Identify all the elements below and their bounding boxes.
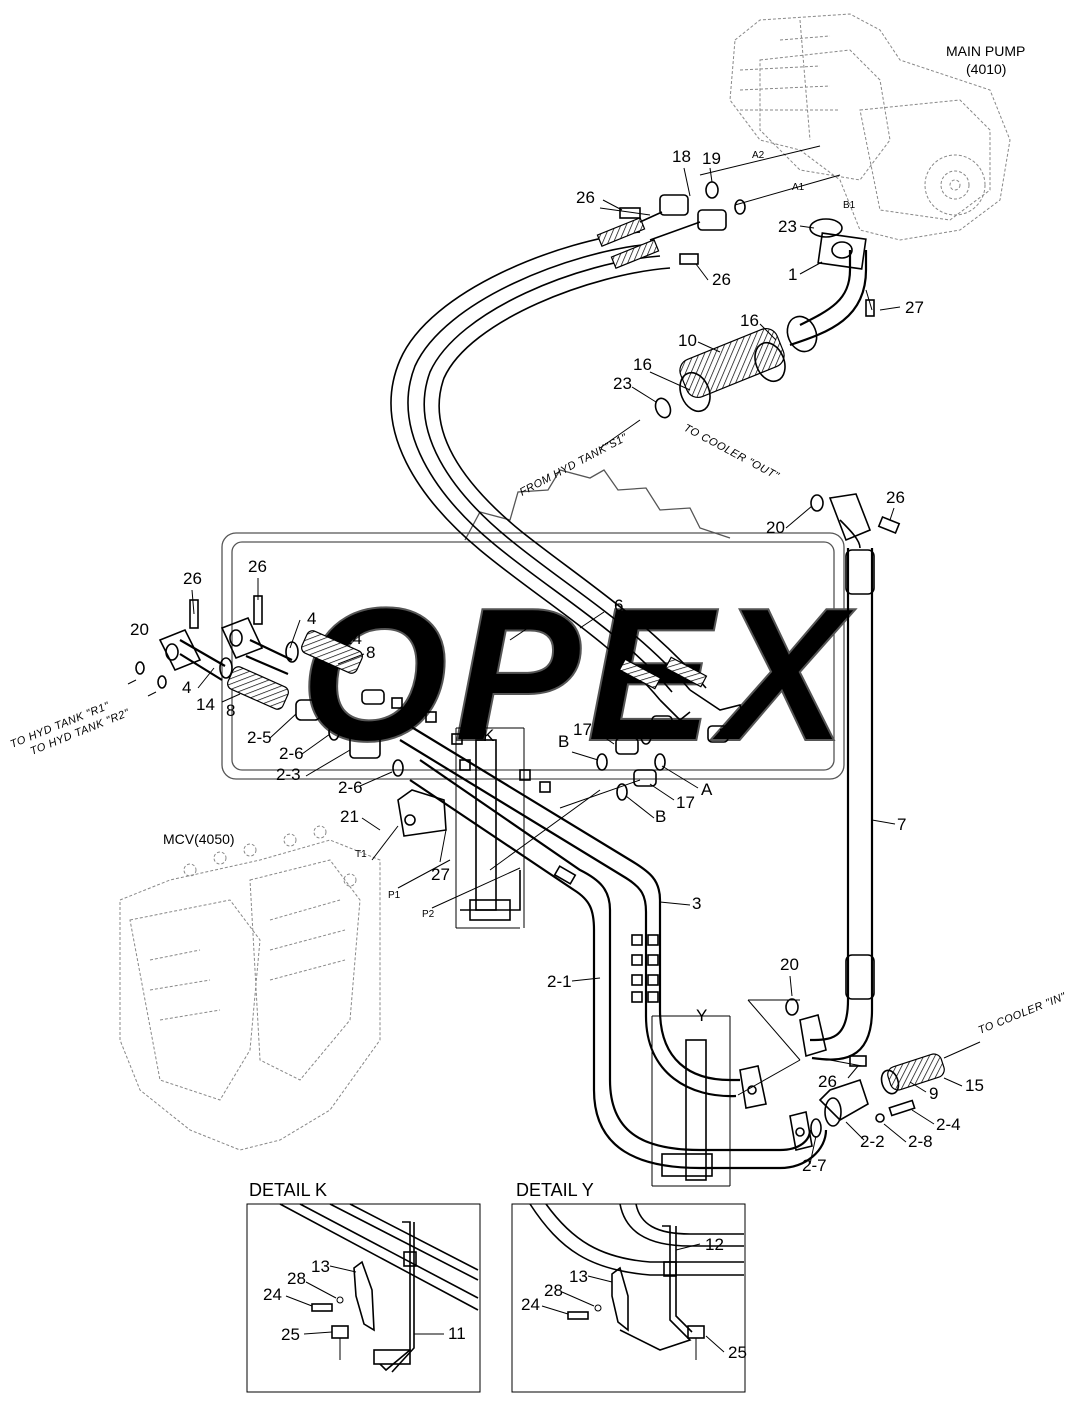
callout: 25	[281, 1325, 300, 1344]
callout: 3	[692, 894, 701, 913]
callout: 8	[366, 643, 375, 662]
detail-y: DETAIL Y 12 13 28 24 25	[511, 1180, 747, 1393]
fitting-block	[631, 934, 659, 1003]
main-pump: MAIN PUMP (4010)	[729, 13, 1025, 241]
callout: 2-5	[247, 728, 272, 747]
callout: 2-1	[547, 972, 572, 991]
note-to-cooler-out: TO COOLER "OUT"	[682, 422, 782, 483]
callout: 13	[569, 1267, 588, 1286]
callout: B	[655, 807, 666, 826]
callout: 26	[712, 270, 731, 289]
note-to-cooler-in: TO COOLER "IN"	[977, 990, 1069, 1036]
leader-lines	[191, 167, 963, 1165]
callout: 25	[728, 1343, 747, 1362]
mcv-label: MCV(4050)	[163, 831, 235, 847]
callout: 19	[702, 149, 721, 168]
callout: 16	[633, 355, 652, 374]
callout: A	[701, 780, 713, 799]
callout: 7	[897, 815, 906, 834]
callout: 24	[521, 1295, 540, 1314]
callout: 23	[778, 217, 797, 236]
return-line-7	[737, 493, 901, 1096]
callout: B	[558, 732, 569, 751]
note-from-tank: FROM HYD TANK"S1"	[518, 431, 630, 498]
callout: 26	[886, 488, 905, 507]
callout: 5	[492, 631, 501, 650]
callout: 9	[929, 1084, 938, 1103]
tank-return-lines	[127, 595, 363, 710]
callout: 6	[614, 596, 623, 615]
part-callouts: 18 19 26 26 23 1 27 16 10 16 23 20 26 26…	[130, 147, 984, 1175]
mcv-valve: MCV(4050) T1 P1 P2	[119, 825, 521, 1151]
callout: 1	[788, 265, 797, 284]
callout: 2-6	[279, 744, 304, 763]
port-b1: B1	[843, 200, 856, 211]
port-a2: A2	[752, 150, 765, 161]
callout: 2-7	[802, 1156, 827, 1175]
callout: 18	[672, 147, 691, 166]
port-a1: A1	[792, 182, 805, 193]
callout: 26	[248, 557, 267, 576]
callout: 23	[613, 374, 632, 393]
main-pump-code: (4010)	[966, 61, 1006, 77]
callout: 13	[311, 1257, 330, 1276]
callout: 4	[182, 678, 191, 697]
manifold-pipes	[295, 689, 828, 1187]
callout: 28	[544, 1281, 563, 1300]
callout: 12	[705, 1235, 724, 1254]
callout: 20	[780, 955, 799, 974]
callout: 10	[678, 331, 697, 350]
callout: K	[483, 726, 495, 745]
port-p2: P2	[422, 909, 435, 920]
port-p1: P1	[388, 890, 401, 901]
callout: 14	[196, 695, 215, 714]
callout: 11	[448, 1324, 466, 1343]
callout: 2-2	[860, 1132, 885, 1151]
detail-k-title: DETAIL K	[249, 1180, 327, 1200]
pump-flange-fittings	[599, 181, 746, 265]
callout: 20	[130, 620, 149, 639]
callout: 28	[287, 1269, 306, 1288]
main-pump-label: MAIN PUMP	[946, 43, 1025, 59]
callout: 20	[766, 518, 785, 537]
callout: 4	[307, 609, 316, 628]
callout: 21	[340, 807, 359, 826]
callout: 27	[905, 298, 924, 317]
callout: 2-4	[936, 1115, 961, 1134]
watermark-text: OPEX	[300, 569, 856, 781]
callout: 8	[226, 701, 235, 720]
callout: 26	[183, 569, 202, 588]
callout: A	[601, 703, 613, 722]
callout: 27	[431, 865, 450, 884]
callout: 2-3	[276, 765, 301, 784]
callout: 26	[576, 188, 595, 207]
callout: 26	[818, 1072, 837, 1091]
callout: Y	[696, 1006, 707, 1025]
watermark-gear-icon	[464, 469, 731, 541]
outlet-fittings	[810, 1041, 981, 1138]
callout: 14	[343, 629, 362, 648]
callout: 2-6	[338, 778, 363, 797]
detail-k: DETAIL K 13 28 24 25 11	[246, 1180, 481, 1393]
hoses-5-6	[390, 217, 746, 731]
detail-y-title: DETAIL Y	[516, 1180, 594, 1200]
callout: 2-8	[908, 1132, 933, 1151]
watermark: OPEX	[221, 469, 856, 782]
callout: 17	[573, 720, 592, 739]
callout: 16	[740, 311, 759, 330]
suction-line	[599, 218, 875, 449]
callout: 17	[676, 793, 695, 812]
callout: 24	[263, 1285, 282, 1304]
port-t1: T1	[355, 849, 367, 860]
callout: 15	[965, 1076, 984, 1095]
